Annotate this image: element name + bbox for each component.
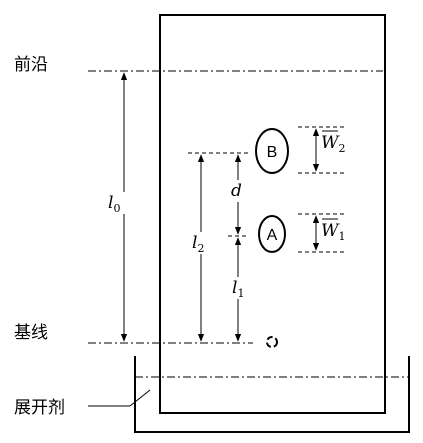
w2-label: W2 [321, 133, 345, 155]
spot-b [255, 128, 289, 174]
baseline-label: 基线 [14, 323, 48, 343]
l2-label: l2 [192, 233, 204, 255]
spot-a-label: A [267, 227, 278, 244]
spot-b-label: B [267, 144, 278, 161]
developer-leader-diag [129, 389, 151, 407]
l1-label: l1 [232, 278, 244, 300]
l0-label: l0 [108, 193, 120, 215]
spot-a [258, 215, 286, 253]
tlc-plate [159, 14, 386, 414]
sample-origin-spot [266, 336, 278, 348]
developing-tank [134, 356, 410, 433]
developer-label: 展开剂 [14, 398, 65, 418]
d-label: d [231, 181, 242, 201]
w1-label: W1 [321, 221, 345, 243]
front-label: 前沿 [14, 55, 48, 75]
